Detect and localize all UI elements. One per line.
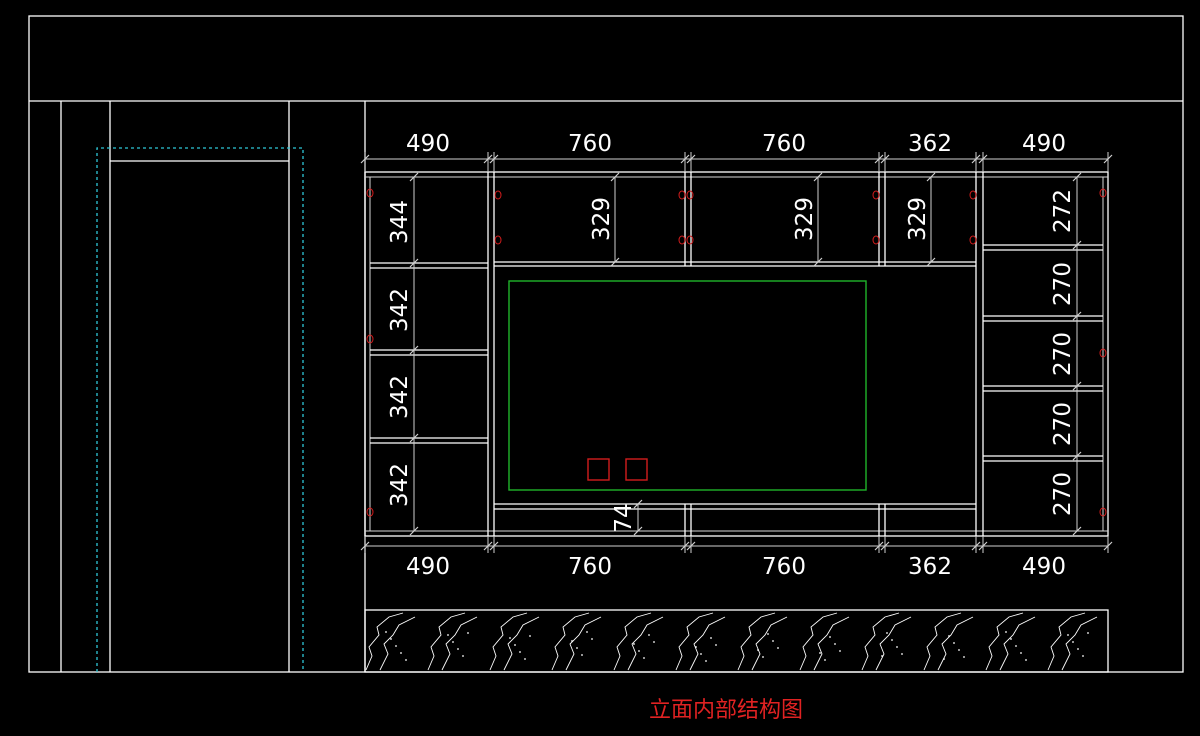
dim-right-4: 270 — [1050, 402, 1076, 446]
cabinet-frame — [364, 171, 1109, 537]
door-opening-outline — [96, 147, 304, 672]
dim-top-1: 490 — [406, 131, 450, 157]
dim-right-5: 270 — [1050, 472, 1076, 516]
upper-cabinet-height-labels: 329 329 329 — [589, 197, 931, 241]
left-height-labels: 344 342 342 342 — [387, 200, 413, 507]
dim-right-2: 270 — [1050, 262, 1076, 306]
dim-right-3: 270 — [1050, 332, 1076, 376]
socket-left — [587, 458, 610, 481]
dim-top-3: 760 — [762, 131, 806, 157]
dim-left-3: 342 — [387, 375, 413, 419]
dim-base-height: 74 — [611, 503, 637, 532]
dim-top-5: 490 — [1022, 131, 1066, 157]
bottom-width-labels: 490 760 760 362 490 — [406, 554, 1066, 580]
socket-right — [625, 458, 648, 481]
door-section — [60, 101, 366, 672]
dim-left-1: 344 — [387, 200, 413, 244]
marble-base-panel — [364, 609, 1109, 673]
hinge-markers — [366, 188, 1107, 517]
dim-upper-3: 329 — [905, 197, 931, 241]
dim-left-4: 342 — [387, 463, 413, 507]
dim-top-4: 362 — [908, 131, 952, 157]
dim-right-1: 272 — [1050, 189, 1076, 233]
dim-bottom-1: 490 — [406, 554, 450, 580]
dim-upper-2: 329 — [792, 197, 818, 241]
dim-top-2: 760 — [568, 131, 612, 157]
right-height-labels: 272 270 270 270 270 — [1050, 189, 1076, 516]
drawing-title: 立面内部结构图 — [649, 698, 803, 723]
dim-left-2: 342 — [387, 288, 413, 332]
dim-bottom-2: 760 — [568, 554, 612, 580]
dim-bottom-3: 760 — [762, 554, 806, 580]
dim-upper-1: 329 — [589, 197, 615, 241]
dim-bottom-4: 362 — [908, 554, 952, 580]
top-width-labels: 490 760 760 362 490 — [406, 131, 1066, 157]
dimension-lines — [360, 152, 1113, 553]
tv-outline — [508, 280, 867, 491]
dim-bottom-5: 490 — [1022, 554, 1066, 580]
